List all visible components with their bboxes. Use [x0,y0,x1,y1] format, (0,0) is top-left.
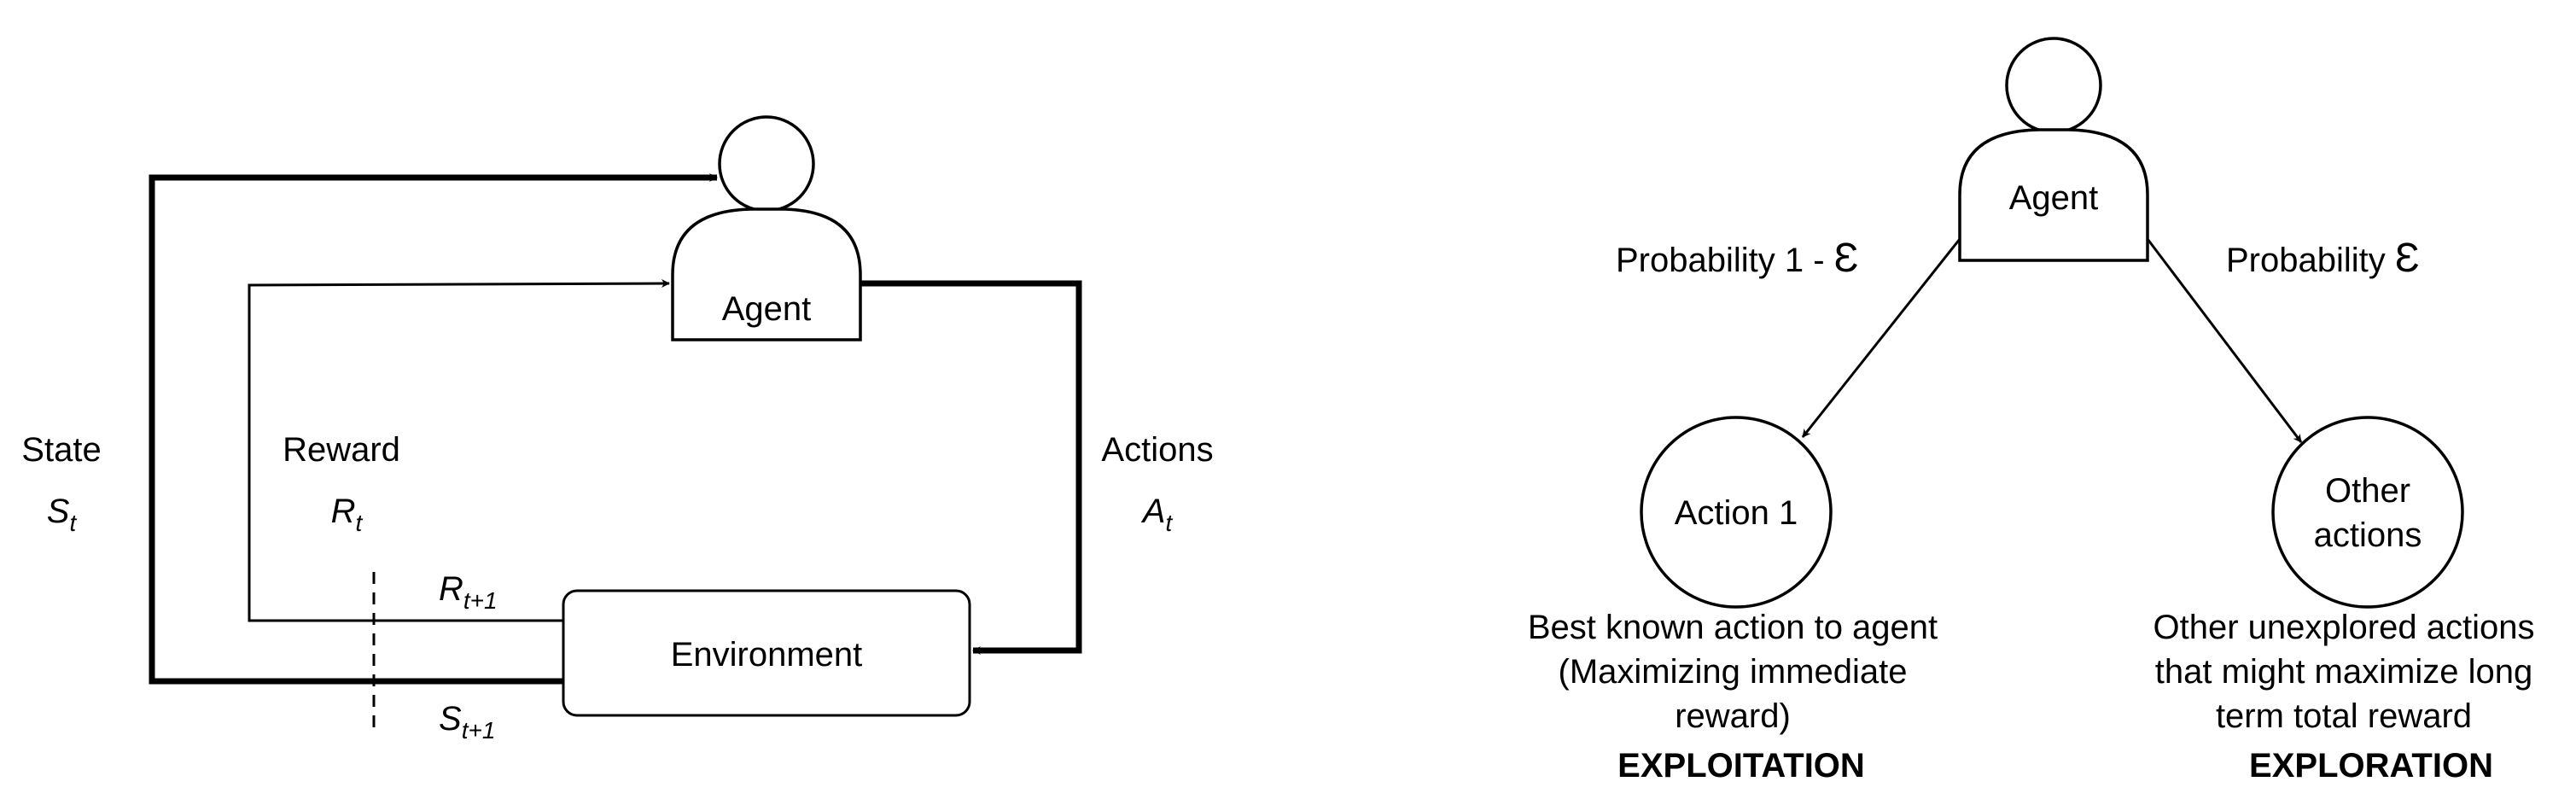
prob-explore-label: Probability Ɛ [2226,236,2420,281]
environment-label: Environment [671,636,863,674]
exploit-arrow [1801,238,1961,438]
agent-person-icon-2 [1958,37,2149,262]
other-actions-circle [2271,416,2464,609]
exploit-desc-line1: Best known action to agent [1528,609,1938,646]
reward-arrow [248,279,670,622]
action1-circle [1640,416,1833,609]
state-symbol: St [47,493,78,536]
actions-label: Actions [1101,431,1213,469]
exploration-title: EXPLORATION [2249,747,2493,785]
prob-exploit-label: Probability 1 - Ɛ [1616,236,1859,281]
agent-label: Agent [722,290,812,328]
exploit-desc-line3: reward) [1675,697,1791,735]
agent-person-icon [671,115,862,341]
actions-arrow [860,280,1082,655]
state-arrow [149,173,718,685]
rl-loop-diagram: Agent Environment State St Reward Rt Act… [21,115,1214,744]
state-label: State [21,431,101,469]
actions-symbol: At [1141,493,1174,536]
other-actions-label-line2: actions [2314,516,2422,554]
environment-box [562,589,971,717]
reward-label: Reward [283,431,400,469]
reward-next-symbol: Rt+1 [439,570,498,614]
explore-desc-line1: Other unexplored actions [2153,609,2535,646]
state-next-symbol: St+1 [439,700,495,744]
agent-label-2: Agent [2009,179,2099,217]
reward-symbol: Rt [331,493,364,536]
action1-label: Action 1 [1675,494,1798,532]
epsilon-greedy-diagram: Agent Probability 1 - Ɛ Probability Ɛ Ac… [1528,37,2535,785]
other-actions-label-line1: Other [2325,472,2410,510]
explore-arrow [2146,238,2303,443]
explore-desc-line3: term total reward [2216,697,2472,735]
exploit-desc-line2: (Maximizing immediate [1559,653,1908,691]
explore-desc-line2: that might maximize long [2155,653,2532,691]
exploitation-title: EXPLOITATION [1617,747,1865,785]
